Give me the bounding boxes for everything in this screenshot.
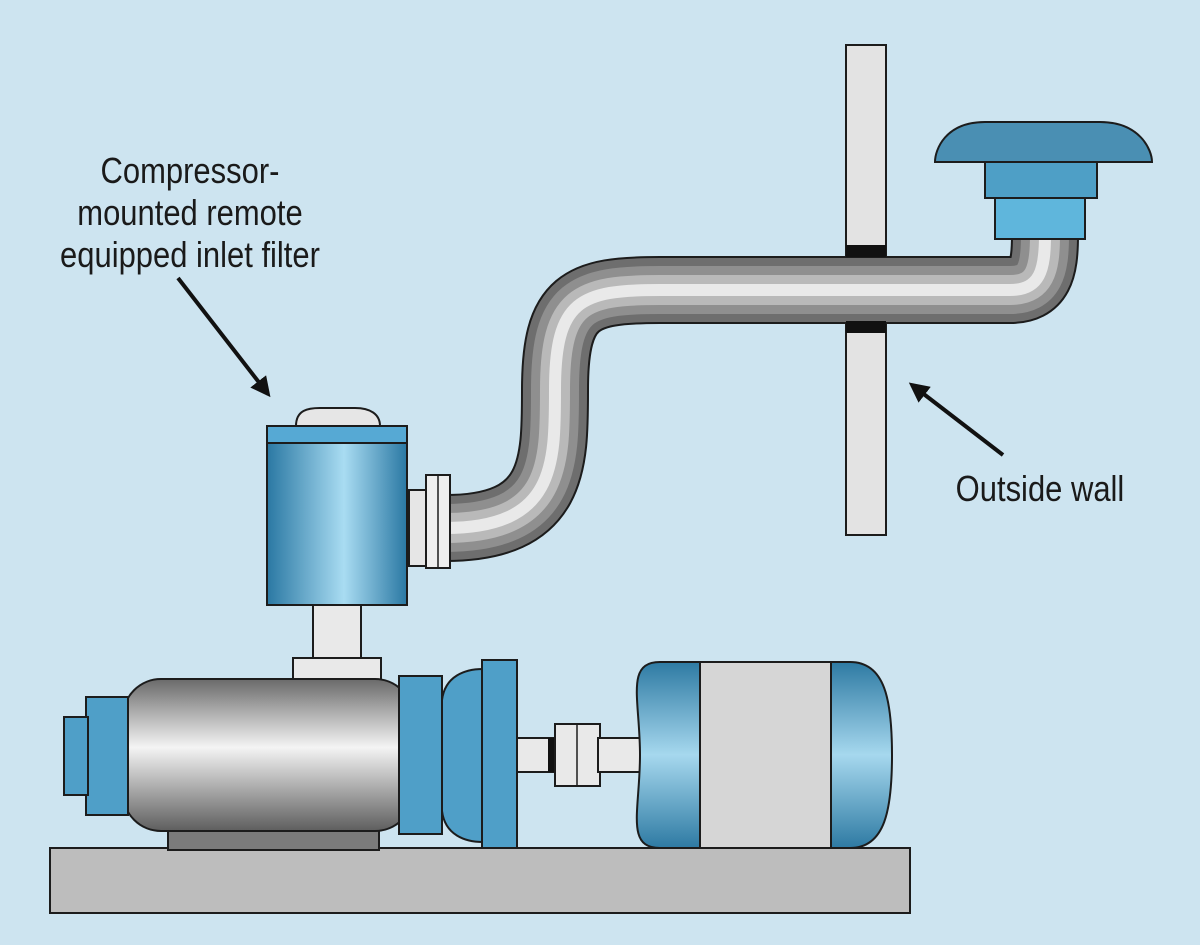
filter-neck <box>312 603 362 661</box>
inlet-filter-label-line-3: equipped inlet filter <box>60 234 320 275</box>
rain-cap <box>933 121 1154 240</box>
shaft-coupling <box>516 723 645 787</box>
filter-callout-arrow <box>176 276 271 398</box>
pipe-flange <box>408 474 451 569</box>
outside-wall-label: Outside wall <box>933 468 1148 510</box>
base-plate <box>49 847 911 914</box>
electric-motor <box>635 661 894 849</box>
inlet-filter-label-line-1: Compressor- <box>100 150 280 191</box>
wall-callout-arrow <box>908 382 1005 457</box>
inlet-filter <box>266 407 408 606</box>
inlet-pipe <box>444 234 1079 562</box>
inlet-filter-label-line-2: mounted remote <box>77 192 303 233</box>
wall-pipe-pass <box>846 245 886 333</box>
compressor <box>63 657 518 851</box>
outside-wall-label-text: Outside wall <box>955 468 1125 509</box>
inlet-filter-label: Compressor- mounted remote equipped inle… <box>44 150 336 276</box>
